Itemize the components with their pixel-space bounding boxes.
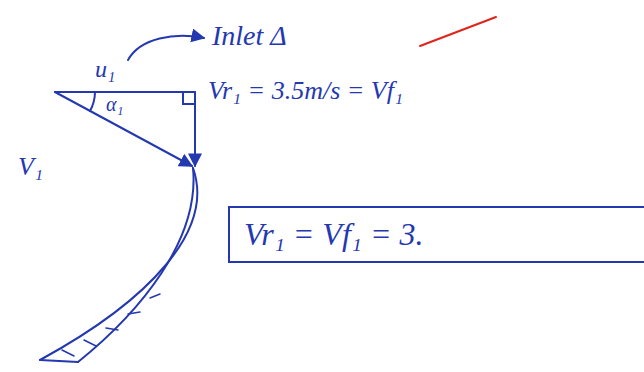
blade-outline [78, 168, 194, 362]
boxed-equation: Vr₁ = Vf₁ = 3. [244, 216, 644, 253]
handwritten-label: α₁ [106, 93, 123, 116]
handwritten-label: u₁ [95, 56, 115, 84]
blade-hatching [62, 294, 160, 356]
red-tick-mark [420, 17, 496, 46]
angle-arc [90, 92, 95, 111]
handwritten-label: V₁ [18, 152, 43, 182]
right-angle-mark [183, 92, 195, 104]
boxed-result: Vr₁ = Vf₁ = 3. [228, 206, 644, 263]
blade-outline [40, 360, 78, 362]
handwritten-label: Inlet Δ [212, 20, 287, 52]
absolute-velocity-arrow [55, 92, 192, 166]
blade-outline [40, 168, 197, 360]
handwritten-label: Vr₁ = 3.5m/s = Vf₁ [208, 76, 403, 106]
blade-velocity-line [55, 91, 195, 93]
pointer-arrow [128, 36, 204, 60]
